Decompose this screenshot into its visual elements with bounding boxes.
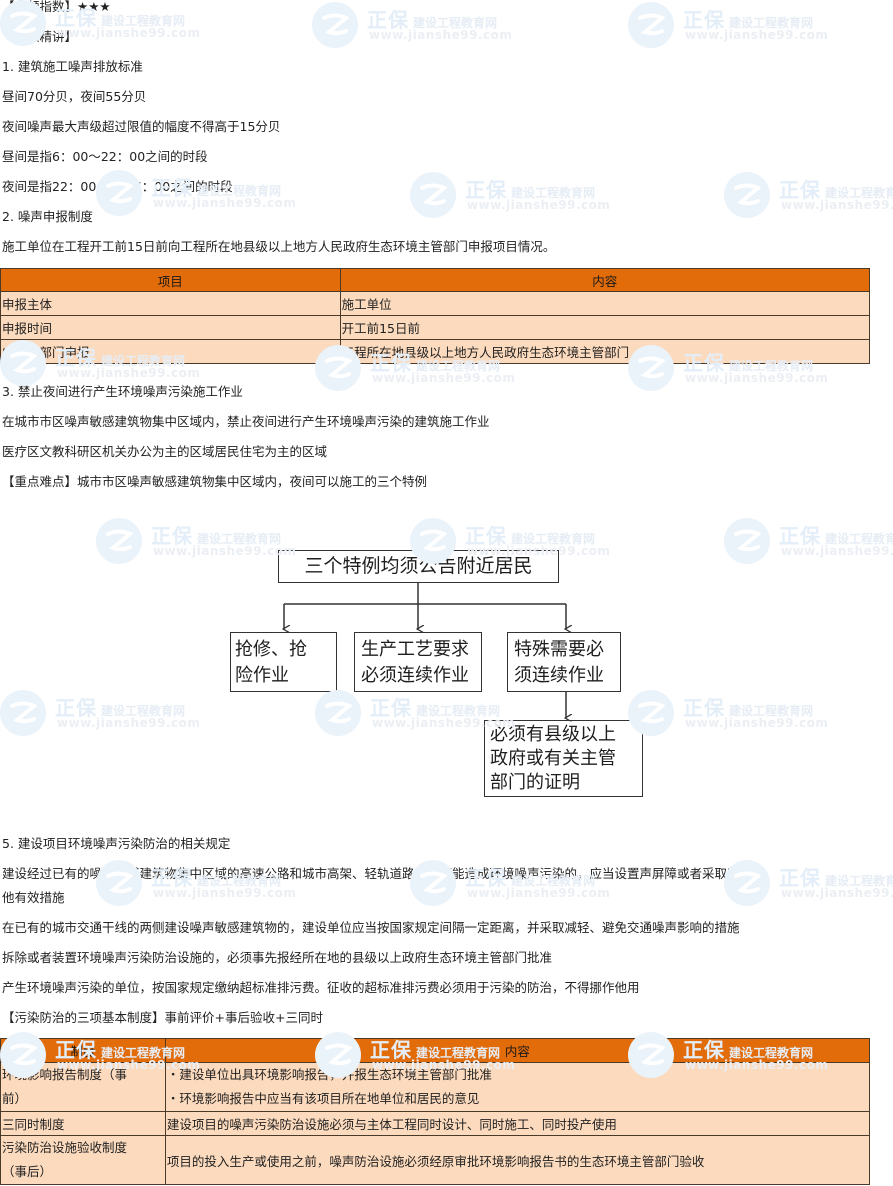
section2-title: 2. 噪声申报制度 [2,209,93,224]
table-header-cell: 项目 [0,268,341,292]
table-cell: 申报时间 [0,315,341,340]
flowchart-node-line: 部门的证明 [490,772,580,793]
section5-line: 产生环境噪声污染的单位，按国家规定缴纳超标准排污费。征收的超标准排污费必须用于污… [2,980,640,995]
section1-line: 昼间70分贝，夜间55分贝 [2,89,147,104]
section1-title: 1. 建筑施工噪声排放标准 [2,59,143,74]
table-row: 环境影响报告制度（事 前） ・建设单位出具环境影响报告，并报生态环境主管部门批准… [0,1062,871,1112]
section3-line: 医疗区文教科研区机关办公为主的区域居民住宅为主的区域 [2,444,328,459]
table-cell: ・建设单位出具环境影响报告，并报生态环境主管部门批准 ・环境影响报告中应当有该项… [164,1062,871,1112]
table-cell: 项目的投入生产或使用之前，噪声防治设施必须经原审批环境影响报告书的生态环境主管部… [164,1135,871,1185]
table-row: 污染防治设施验收制度 （事后） 项目的投入生产或使用之前，噪声防治设施必须经原审… [0,1135,871,1185]
table-cell: 工程所在地县级以上地方人民政府生态环境主管部门 [339,339,871,364]
table-header-cell: 制度 [0,1038,166,1063]
section5-line: 他有效措施 [2,890,65,905]
cell-line: 污染防治设施验收制度 [2,1140,128,1155]
flowchart-root-text: 三个特例均须公告附近居民 [304,555,533,577]
flowchart-node-line: 生产工艺要求 [361,639,469,660]
flowchart-sub-node: 必须有县级以上 政府或有关主管 部门的证明 [484,720,643,797]
flowchart-node-line: 必须连续作业 [361,665,469,686]
section3-key-point: 【重点难点】城市市区噪声敏感建筑物集中区域内，夜间可以施工的三个特例 [2,474,428,489]
cell-line: 前） [2,1091,28,1106]
flowchart-node-line: 必须有县级以上 [490,724,616,745]
section3-line: 在城市市区噪声敏感建筑物集中区域内，禁止夜间进行产生环境噪声污染的建筑施工作业 [2,414,490,429]
section1-line: 昼间是指6：00～22：00之间的时段 [2,149,208,164]
watermark-url: www.jianshe99.com [467,886,611,900]
flowchart-node-line: 抢修、抢 [235,639,307,660]
cell-line: 环境影响报告制度（事 [2,1067,128,1082]
table-header-cell: 内容 [164,1038,871,1063]
table-row: 三同时制度 建设项目的噪声污染防治设施必须与主体工程同时设计、同时施工、同时投产… [0,1111,871,1136]
cell-line: ・环境影响报告中应当有该项目所在地单位和居民的意见 [166,1091,480,1106]
table-cell: 施工单位 [339,291,871,316]
cell-line: （事后） [2,1164,53,1179]
table-row: 申报时间 开工前15日前 [0,315,871,340]
flowchart-node-line: 特殊需要必 [514,639,604,660]
section5-title: 5. 建设项目环境噪声污染防治的相关规定 [2,836,231,851]
table-cell: 环境影响报告制度（事 前） [0,1062,166,1112]
flowchart-branch-node: 特殊需要必 须连续作业 [507,632,621,692]
flowchart-connectors [0,582,893,820]
section5-line: 在已有的城市交通干线的两侧建设噪声敏感建筑物的，建设单位应当按国家规定间隔一定距… [2,920,740,935]
cell-line: ・建设单位出具环境影响报告，并报生态环境主管部门批准 [166,1067,492,1082]
section2-intro: 施工单位在工程开工前15日前向工程所在地县级以上地方人民政府生态环境主管部门申报… [2,239,556,254]
table-cell: 开工前15日前 [339,315,871,340]
flowchart-node-line: 政府或有关主管 [490,748,616,769]
flowchart-branch-node: 抢修、抢 险作业 [230,632,337,692]
flowchart-root-node: 三个特例均须公告附近居民 [278,550,559,583]
table-header-row: 制度 内容 [0,1038,871,1063]
flowchart-branch-node: 生产工艺要求 必须连续作业 [354,632,482,692]
pollution-control-table: 制度 内容 环境影响报告制度（事 前） ・建设单位出具环境影响报告，并报生态环境… [0,1038,871,1185]
section5-line: 拆除或者装置环境噪声污染防治设施的，必须事先报经所在地的县级以上政府生态环境主管… [2,950,553,965]
section3-title: 3. 禁止夜间进行产生环境噪声污染施工作业 [2,384,243,399]
watermark-url: www.jianshe99.com [781,886,893,900]
table-cell: 向什么部门申报 [0,339,341,364]
table-cell: 污染防治设施验收制度 （事后） [0,1135,166,1185]
table-row: 向什么部门申报 工程所在地县级以上地方人民政府生态环境主管部门 [0,339,871,364]
flowchart-node-line: 须连续作业 [514,665,604,686]
flowchart-node-line: 险作业 [235,665,289,686]
table-cell: 建设项目的噪声污染防治设施必须与主体工程同时设计、同时施工、同时投产使用 [164,1111,871,1136]
section1-line: 夜间噪声最大声级超过限值的幅度不得高于15分贝 [2,119,281,134]
watermark-url: www.jianshe99.com [153,886,297,900]
declaration-table: 项目 内容 申报主体 施工单位 申报时间 开工前15日前 向什么部门申报 工程所… [0,268,871,364]
table-cell: 三同时制度 [0,1111,166,1136]
section5-line: 建设经过已有的噪声敏感建筑物集中区域的高速公路和城市高架、轻轨道路，有可能造成环… [2,866,740,881]
section5-key-point: 【污染防治的三项基本制度】事前评价+事后验收+三同时 [2,1010,323,1025]
